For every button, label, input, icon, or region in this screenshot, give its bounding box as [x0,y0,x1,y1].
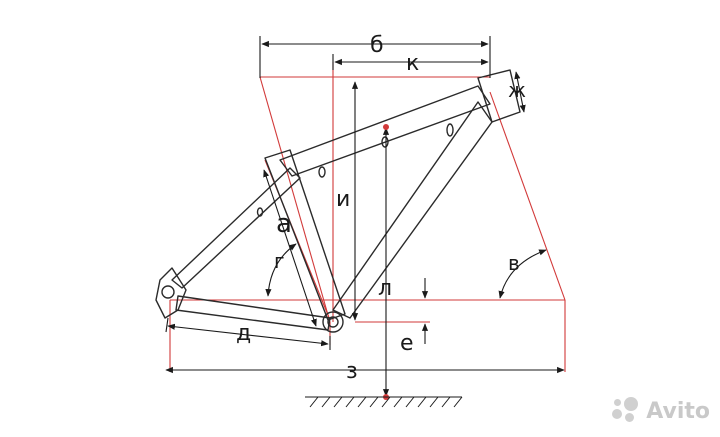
label-z: з [346,359,358,384]
label-v: в [508,251,520,275]
label-zh: ж [508,78,526,102]
label-k: к [406,51,419,76]
label-a: а [276,209,292,239]
dimension-lines [165,36,565,408]
label-l: л [378,276,392,301]
dimension-labels: б к ж и а г в л д е з [236,33,526,384]
label-i: и [336,187,350,212]
label-g: г [274,249,285,273]
avito-logo-icon [612,397,640,425]
label-d: д [236,321,251,346]
avito-watermark: Avito [612,397,710,425]
reference-lines [169,62,566,372]
label-e: е [400,331,414,356]
label-b: б [370,33,384,58]
watermark-text: Avito [646,398,710,424]
